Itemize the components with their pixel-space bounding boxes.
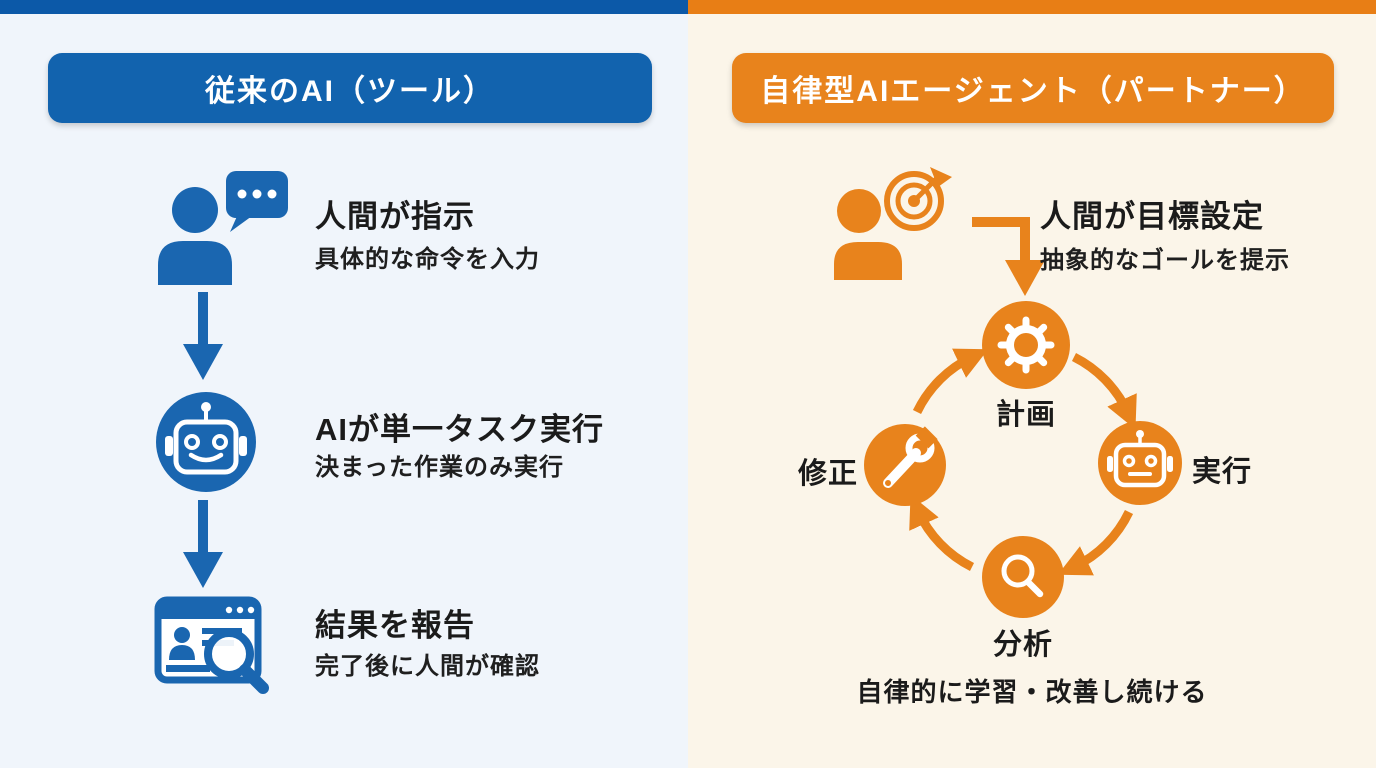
cycle-label-plan: 計画 bbox=[995, 399, 1056, 431]
person-chat-icon bbox=[158, 171, 288, 285]
step1-title: 人間が指示 bbox=[315, 199, 475, 234]
wrench-icon bbox=[864, 424, 946, 506]
cycle-caption: 自律的に学習・改善し続ける bbox=[856, 677, 1208, 707]
robot-icon bbox=[156, 392, 256, 492]
goal-subtitle: 抽象的なゴールを提示 bbox=[1040, 247, 1290, 274]
magnifier-icon bbox=[982, 536, 1064, 618]
arc-analyze-to-fix bbox=[909, 494, 975, 572]
step2-subtitle: 決まった作業のみ実行 bbox=[315, 454, 565, 481]
left-panel-title-label: 従来のAI（ツール） bbox=[205, 75, 495, 108]
robot-icon bbox=[1098, 421, 1182, 505]
down-arrow-icon bbox=[183, 500, 223, 588]
right-panel-title: 自律型AIエージェント（パートナー） bbox=[732, 53, 1334, 123]
arc-fix-to-plan bbox=[912, 348, 989, 415]
step3-title: 結果を報告 bbox=[315, 608, 475, 643]
right-panel-title-label: 自律型AIエージェント（パートナー） bbox=[760, 75, 1306, 108]
down-arrow-icon bbox=[183, 292, 223, 380]
step1-subtitle: 具体的な命令を入力 bbox=[315, 246, 540, 273]
goal-title: 人間が目標設定 bbox=[1040, 199, 1264, 234]
step2-title: AIが単一タスク実行 bbox=[315, 412, 604, 447]
cycle-label-execute: 実行 bbox=[1192, 456, 1253, 488]
traditional-ai-panel bbox=[0, 0, 688, 768]
left-panel-title: 従来のAI（ツール） bbox=[48, 53, 652, 123]
arc-execute-to-analyze bbox=[1057, 509, 1134, 576]
step3-subtitle: 完了後に人間が確認 bbox=[315, 653, 540, 680]
left-accent-bar bbox=[0, 0, 688, 14]
person-target-icon bbox=[834, 167, 952, 280]
gear-icon bbox=[982, 301, 1070, 389]
arc-plan-to-execute bbox=[1071, 352, 1137, 430]
report-review-icon bbox=[154, 596, 269, 694]
elbow-arrow-icon bbox=[972, 217, 1045, 296]
agent-cycle-diagram bbox=[864, 301, 1182, 618]
cycle-label-fix: 修正 bbox=[797, 458, 858, 490]
right-accent-bar bbox=[688, 0, 1376, 14]
cycle-label-analyze: 分析 bbox=[992, 629, 1053, 661]
